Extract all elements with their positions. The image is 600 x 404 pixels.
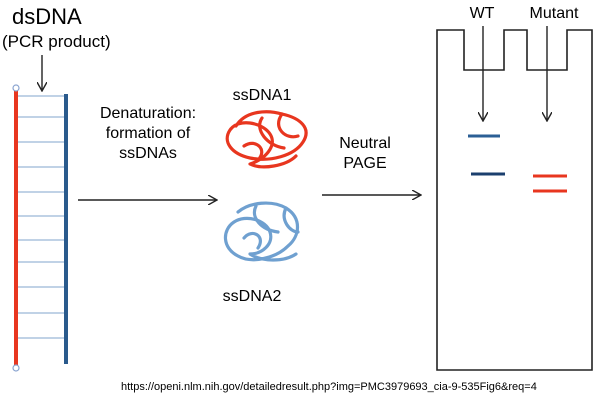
ssdna1-label: ssDNA1: [232, 87, 292, 104]
ssdna1-coil: [225, 110, 308, 169]
source-url: https://openi.nlm.nih.gov/detailedresult…: [121, 381, 537, 393]
dsdna-end-top: [12, 84, 20, 92]
ssdna2-label: ssDNA2: [222, 288, 282, 305]
dsdna-end-bottom: [12, 364, 20, 372]
denaturation-label-line2: formation of: [105, 125, 191, 142]
neutral-page-label-line1: Neutral: [339, 135, 391, 152]
denaturation-label-line1: Denaturation:: [99, 105, 197, 122]
ssdna2-coil: [223, 201, 300, 262]
denaturation-label-line3: ssDNAs: [119, 145, 177, 162]
dsdna-subtitle: (PCR product): [2, 32, 111, 51]
wt-lane-label: WT: [469, 5, 495, 22]
dsdna-title: dsDNA: [12, 4, 82, 29]
gel-outline: [436, 29, 593, 371]
dsdna-rungs: [17, 95, 65, 339]
mutant-lane-label: Mutant: [529, 5, 579, 22]
neutral-page-label-line2: PAGE: [343, 155, 387, 172]
